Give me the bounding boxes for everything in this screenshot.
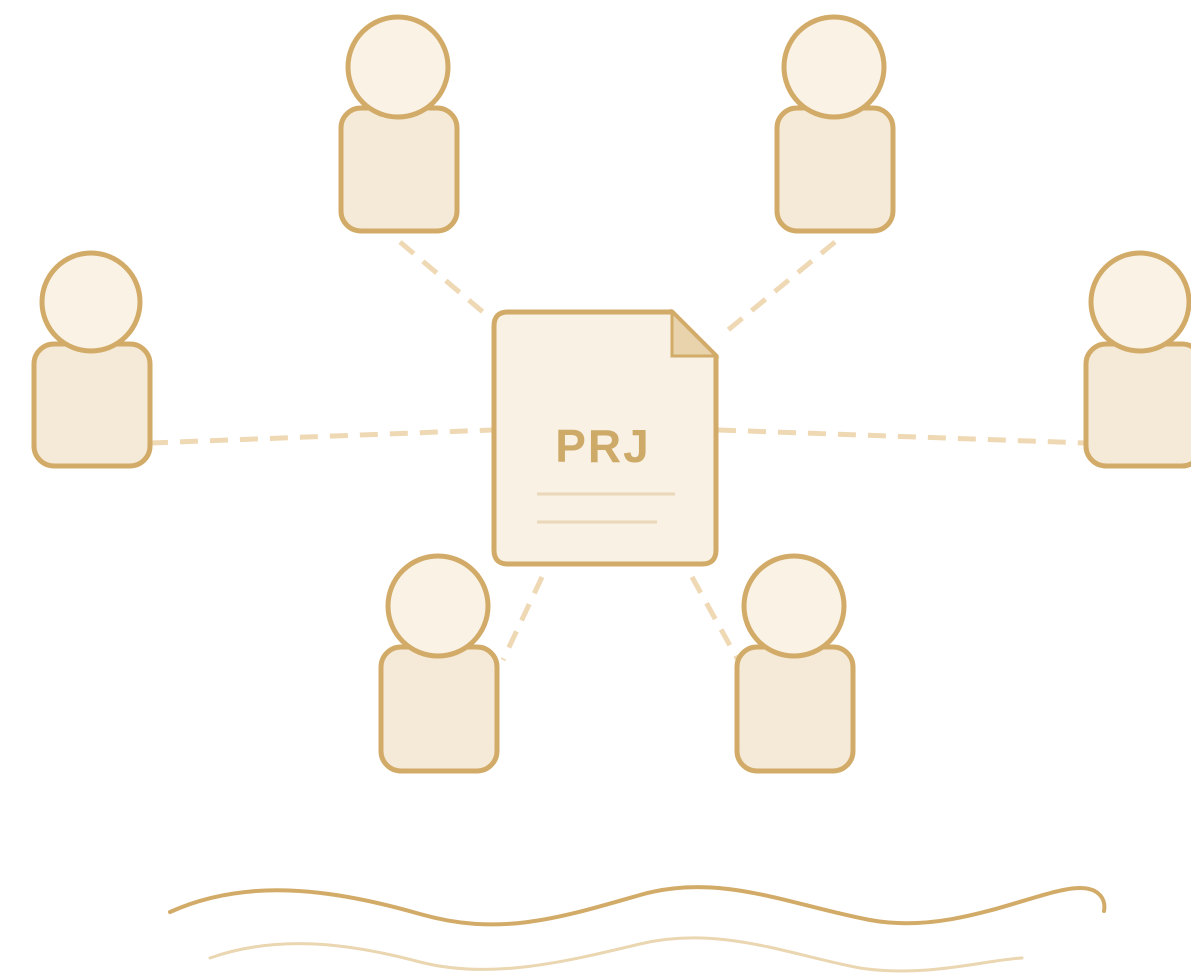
document-icon [491,309,719,567]
person-icon [338,105,460,234]
project-document: PRJ [491,308,720,567]
person-head [1088,250,1191,354]
connector-bottom-left [500,575,545,662]
person-head [385,553,491,659]
person-top-right [774,14,896,234]
person-icon [378,644,500,774]
person-top-left [338,14,460,234]
person-head [345,14,451,120]
connector-right [717,427,1087,446]
connector-left [149,427,493,446]
connectors [149,240,1087,662]
person-icon [1083,341,1191,469]
wave-line-secondary [208,936,1024,973]
connector-bottom-right [689,575,741,662]
person-icon [31,341,153,469]
document-label: PRJ [555,420,650,472]
person-bottom-left [378,553,500,774]
document-fold-corner [670,308,720,358]
person-right [1083,250,1191,469]
person-bottom-right [734,553,856,774]
connector-top-right [720,240,837,337]
decorative-waves [168,885,1107,973]
person-head [741,553,847,659]
wave-line-primary [168,885,1107,927]
person-left [31,250,153,469]
person-icon [774,105,896,234]
person-head [39,250,143,354]
connector-top-left [398,240,492,320]
person-head [781,14,887,120]
person-icon [734,644,856,774]
